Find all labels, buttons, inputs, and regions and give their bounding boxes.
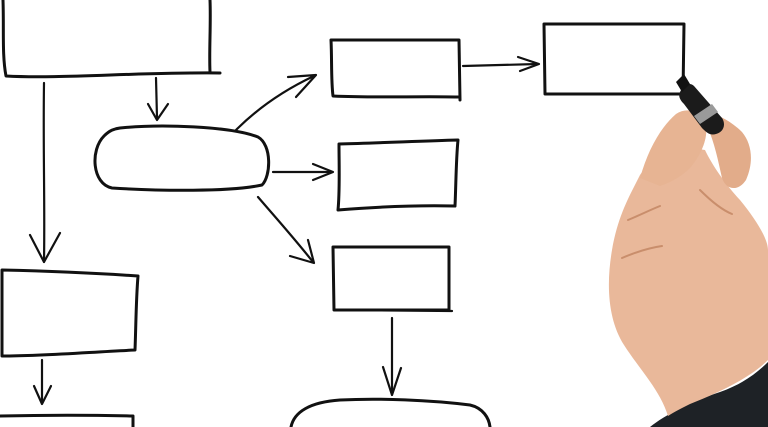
hand-palm: [608, 145, 768, 416]
flowchart-box-lower-middle: [331, 245, 454, 313]
arrow-to-bottom-node: [381, 316, 403, 397]
marker-body: [679, 84, 724, 135]
hand-index-finger: [640, 110, 707, 186]
arrow-to-top-right-box: [461, 55, 541, 73]
flowchart-rounded-node-bottom: [289, 397, 492, 427]
arrow-to-left-box: [28, 81, 62, 264]
hand-holding-marker: [608, 74, 768, 427]
arrow-to-rounded-node: [146, 76, 170, 122]
flowchart-box-left: [0, 268, 140, 358]
flowchart-box-top-right: [542, 22, 686, 96]
arrow-to-bottom-left-box: [32, 358, 53, 406]
flowchart-box-middle: [336, 138, 460, 212]
flowchart-box-top-left: [1, 0, 222, 79]
flowchart-box-bottom-left: [0, 413, 135, 427]
marker-tip: [676, 74, 690, 92]
flowchart-rounded-node: [93, 124, 271, 192]
arrow-to-middle-box: [271, 162, 335, 182]
sleeve: [650, 362, 768, 427]
marker-band: [694, 104, 718, 124]
arrow-to-top-middle-box: [234, 73, 318, 132]
hand-knuckle-shading: [621, 189, 733, 259]
flowchart-box-top-middle: [329, 38, 462, 102]
arrow-to-lower-middle-box: [256, 195, 316, 265]
